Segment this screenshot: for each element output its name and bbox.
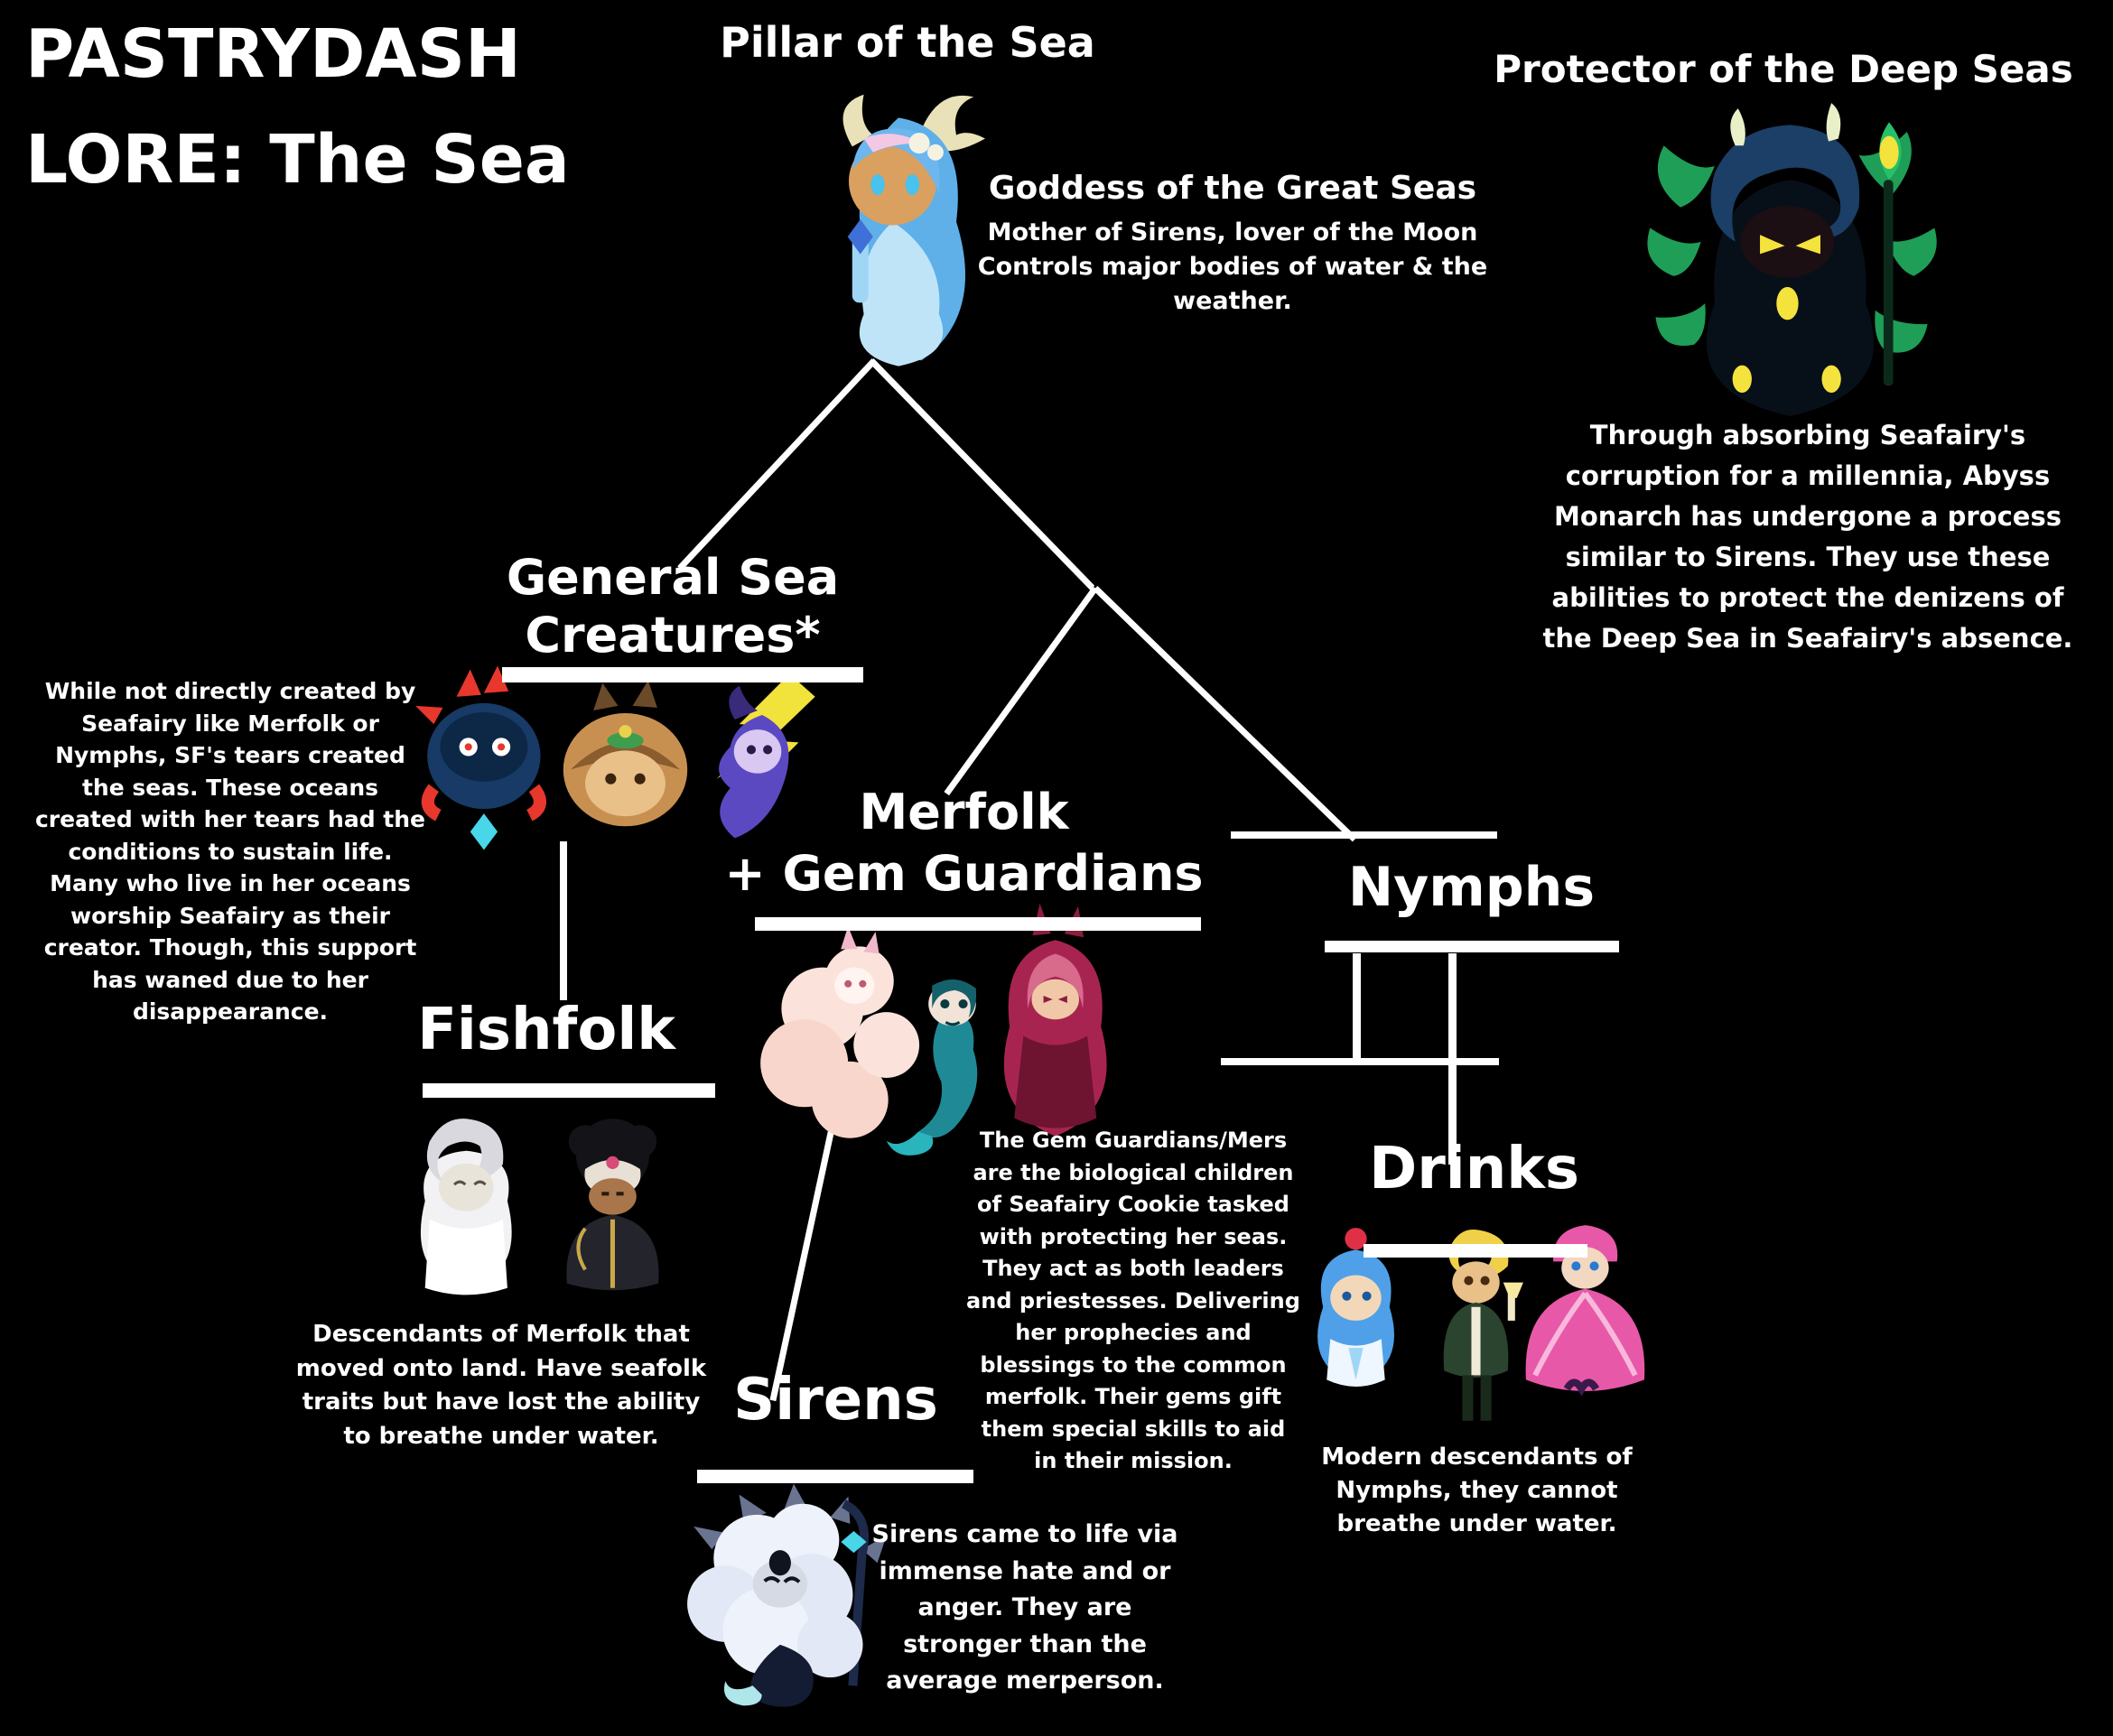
sirens-heading-underline — [697, 1470, 973, 1483]
nymphs-heading-underline — [1325, 941, 1619, 952]
abyss-extra-eyes — [1732, 286, 1841, 393]
abyss-monarch-character — [1630, 97, 1950, 427]
pillar-of-the-sea-heading: Pillar of the Sea — [720, 18, 1095, 67]
page-title-line2: LORE: The Sea — [25, 120, 570, 199]
tree-line-nymphs-drop-left — [1353, 953, 1361, 1063]
crystal-sword — [852, 233, 869, 303]
abyss-monarch-illustration — [1647, 103, 1937, 416]
fishfolk-characters — [379, 1100, 718, 1312]
gsc-heading-underline — [502, 667, 863, 682]
goddess-detail-line1: Mother of Sirens, lover of the Moon — [987, 218, 1478, 246]
siren-character — [675, 1476, 921, 1718]
siren-staff — [841, 1499, 870, 1686]
white-robed-fishfolk — [420, 1119, 512, 1295]
merfolk-paragraph: The Gem Guardians/Mers are the biologica… — [966, 1128, 1300, 1474]
pillar-info-block: Goddess of the Great Seas Mother of Sire… — [971, 170, 1494, 318]
nymphs-heading: Nymphs — [1347, 856, 1596, 919]
goddess-horn-left — [842, 94, 873, 147]
goddess-detail-line2: Controls major bodies of water & the wea… — [977, 252, 1488, 315]
general-sea-creatures-heading: General Sea Creatures* — [470, 549, 876, 664]
tree-line-pillar-to-sea-creatures — [677, 358, 877, 571]
electric-eel-creature — [716, 673, 815, 839]
teal-mermaid — [886, 979, 978, 1156]
goddess-gown — [859, 221, 944, 367]
sirens-paragraph: Sirens came to life via immense hate and… — [871, 1520, 1178, 1694]
gsc-heading-line1: General Sea — [506, 549, 840, 606]
fishfolk-paragraph: Descendants of Merfolk that moved onto l… — [295, 1321, 707, 1451]
drinks-heading-underline — [1364, 1244, 1587, 1258]
tree-line-nymphs-overbar — [1231, 831, 1497, 839]
merfolk-heading-line1: Merfolk — [859, 784, 1069, 840]
goddess-face — [848, 137, 937, 226]
drinks-illustration — [1317, 1225, 1645, 1421]
merfolk-heading-underline — [755, 917, 1201, 931]
pink-cloud-mer — [760, 926, 920, 1138]
armored-turtle-creature — [563, 680, 688, 827]
fishfolk-illustration — [420, 1119, 659, 1295]
dark-garbed-fishfolk — [566, 1119, 659, 1291]
abyss-eye-right — [1795, 235, 1820, 255]
abyss-staff — [1883, 180, 1894, 386]
general-sea-creatures-characters — [406, 659, 844, 858]
drinks-paragraph: Modern descendants of Nymphs, they canno… — [1321, 1444, 1633, 1537]
sirens-heading: Sirens — [733, 1367, 938, 1434]
page-title: PASTRYDASH LORE: The Sea — [25, 2, 675, 213]
protector-paragraph: Through absorbing Seafairy's corruption … — [1542, 420, 2073, 654]
merfolk-gem-guardians-heading: Merfolk + Gem Guardians — [718, 782, 1210, 904]
protector-of-deep-seas-heading: Protector of the Deep Seas — [1494, 47, 2073, 91]
blue-soda-drink — [1317, 1228, 1395, 1387]
sea-goddess-illustration — [842, 94, 985, 367]
goddess-role-text: Goddess of the Great Seas — [988, 170, 1477, 207]
abyss-hair — [1710, 125, 1860, 242]
tree-line-union-bar — [1221, 1058, 1499, 1065]
sea-creatures-illustration — [415, 665, 815, 850]
tree-line-pillar-to-branch — [869, 358, 1095, 590]
fishfolk-heading-underline — [423, 1083, 715, 1098]
merfolk-heading-line2: + Gem Guardians — [724, 844, 1204, 902]
spiked-crab-creature — [415, 665, 546, 850]
sea-fairy-goddess-character — [763, 83, 1034, 372]
siren-illustration — [687, 1483, 887, 1707]
drinks-characters — [1293, 1211, 1659, 1448]
tree-line-branch-to-merfolk — [944, 586, 1098, 796]
fishfolk-heading: Fishfolk — [417, 997, 675, 1063]
siren-tail — [750, 1644, 814, 1707]
general-sea-creatures-paragraph: While not directly created by Seafairy l… — [34, 678, 426, 1025]
drinks-heading: Drinks — [1369, 1136, 1579, 1202]
goddess-pearl — [908, 133, 930, 154]
siren-face — [752, 1560, 808, 1608]
crimson-gem-guardian — [1003, 903, 1107, 1137]
gsc-heading-line2: Creatures* — [525, 606, 821, 664]
champagne-drink — [1443, 1229, 1523, 1421]
tree-line-sea-creatures-to-fishfolk — [560, 841, 567, 1000]
abyss-eye-left — [1760, 235, 1785, 255]
page-title-line1: PASTRYDASH — [25, 15, 521, 93]
goddess-detail-text: Mother of Sirens, lover of the Moon Cont… — [971, 216, 1494, 318]
